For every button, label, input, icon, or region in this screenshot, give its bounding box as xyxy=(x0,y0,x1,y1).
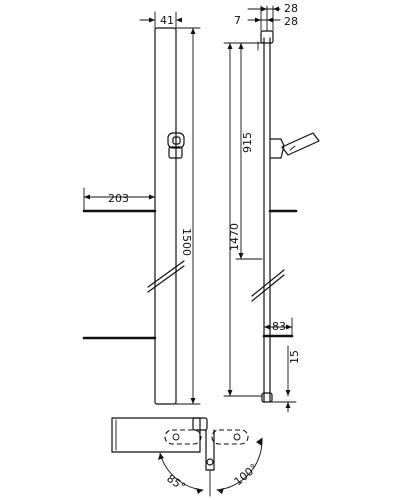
top-shelf-body xyxy=(111,417,201,453)
side-top-cap xyxy=(260,30,274,44)
dim-side-depth-a-label: 28 xyxy=(284,2,298,15)
dim-total-height-label: 1500 xyxy=(180,228,193,256)
front-rail-body xyxy=(154,27,177,405)
dim-top-width: 41 xyxy=(139,11,182,29)
front-holder xyxy=(167,132,185,159)
dim-rail-length-label: 1470 xyxy=(228,223,241,251)
dim-shelf-depth: 203 xyxy=(83,187,156,212)
side-break-line-2 xyxy=(251,274,285,302)
angle-left-label: 85° xyxy=(164,472,187,494)
front-break-line-2 xyxy=(147,265,185,293)
front-break-line-1 xyxy=(147,260,185,288)
dim-rail-length: 1470 xyxy=(223,42,263,397)
dim-shelf-small-label: 83 xyxy=(272,320,286,333)
side-view: 7 28 28 915 1470 xyxy=(223,2,320,413)
dim-side-top: 7 28 28 xyxy=(234,2,298,32)
dim-side-depth-b-label: 28 xyxy=(284,15,298,28)
dim-shelf-small: 83 xyxy=(263,317,293,337)
top-rotation-right xyxy=(211,429,249,445)
dim-mount-span-label: 915 xyxy=(241,132,254,153)
angle-arc-right xyxy=(216,437,263,491)
dim-shelf-depth-label: 203 xyxy=(108,192,129,205)
side-break-line-1 xyxy=(251,269,285,297)
top-rotation-left xyxy=(164,429,202,445)
dim-side-offset-label: 7 xyxy=(234,14,241,27)
top-view: 85° 100° xyxy=(111,417,263,497)
dim-total-height: 1500 xyxy=(175,27,201,405)
front-view: 41 203 1500 xyxy=(82,11,201,405)
side-bottom-cap xyxy=(261,392,273,403)
dim-bottom-gap: 15 xyxy=(271,345,301,413)
top-rail-section xyxy=(192,417,208,431)
side-holder xyxy=(269,132,320,159)
angle-right-label: 100° xyxy=(232,461,261,488)
dim-bottom-gap-label: 15 xyxy=(288,350,301,364)
dim-top-width-label: 41 xyxy=(160,14,174,27)
dim-mount-span: 915 xyxy=(235,42,263,260)
